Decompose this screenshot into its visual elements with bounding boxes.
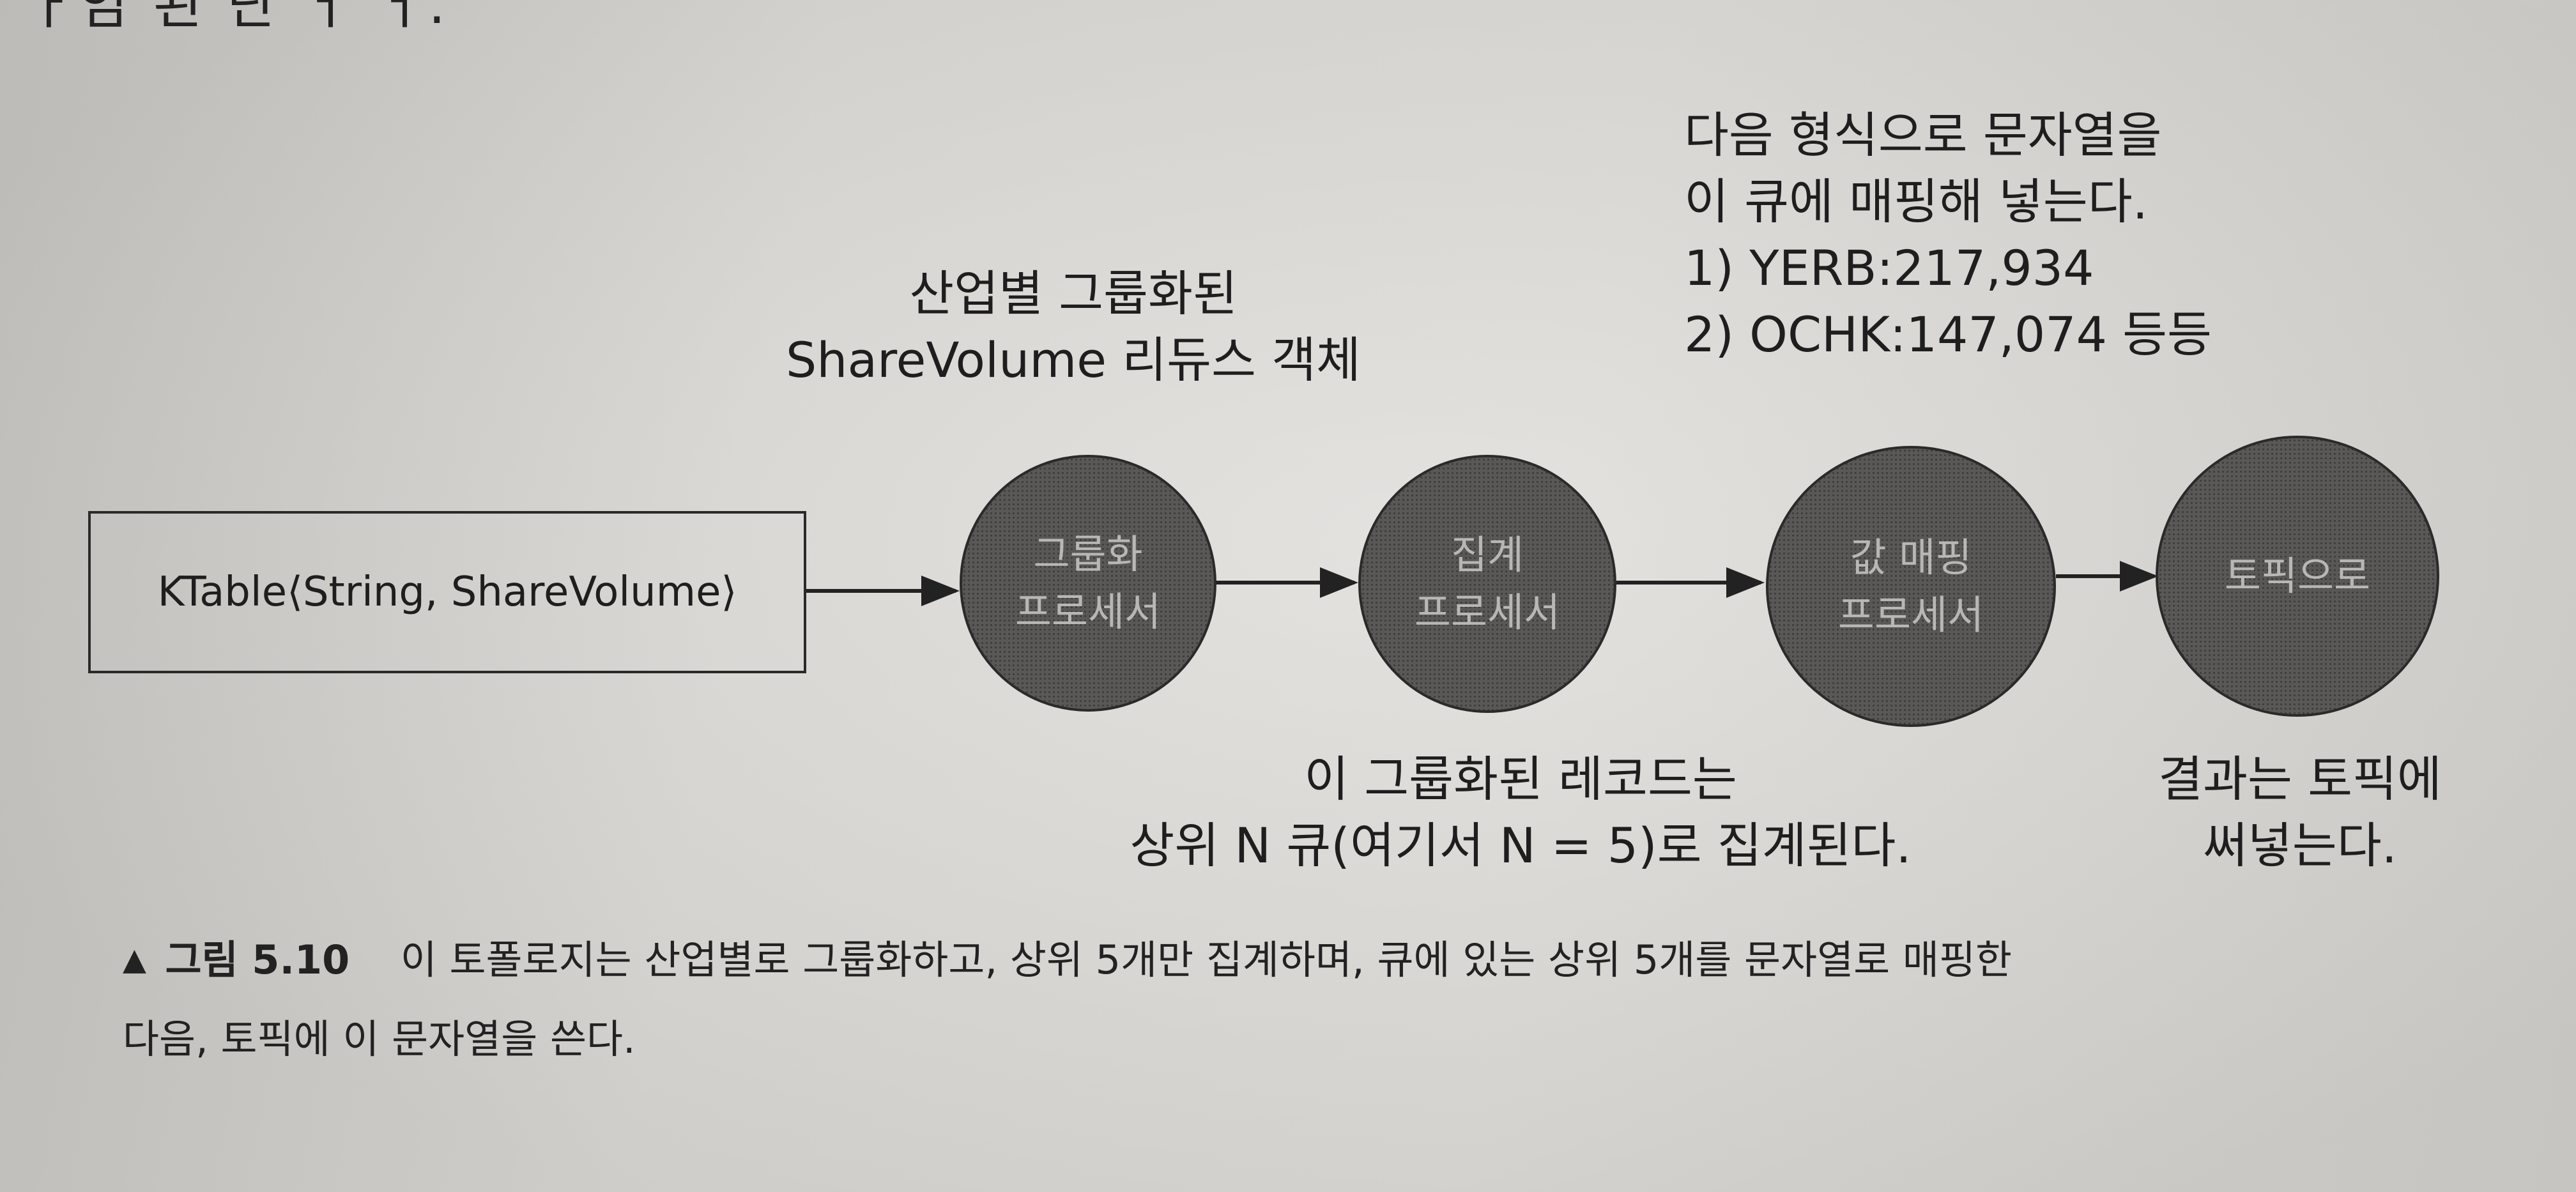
mapping-format-line-1: 다음 형식으로 문자열을 xyxy=(1684,107,2162,164)
ktable-source-box: KTable⟨String, ShareVolume⟩ xyxy=(88,511,806,673)
aggregate-processor-label-1: 집계 xyxy=(1450,531,1524,578)
figure-caption: ▲ 그림 5.10 이 토폴로지는 산업별로 그룹화하고, 상위 5개만 집계하… xyxy=(123,920,2487,1079)
aggregate-note-line-1: 이 그룹화된 레코드는 xyxy=(1304,751,1737,807)
aggregate-processor-node: 집계 프로세서 xyxy=(1358,455,1616,713)
topic-note-line-1: 결과는 토픽에 xyxy=(2158,751,2442,807)
caption-text-line-2: 다음, 토픽에 이 문자열을 쓴다. xyxy=(123,1016,636,1062)
value-mapping-processor-label-2: 프로세서 xyxy=(1837,592,1984,638)
group-processor-label-2: 프로세서 xyxy=(1015,588,1162,635)
ktable-source-label: KTable⟨String, ShareVolume⟩ xyxy=(157,569,737,616)
value-mapping-processor-label-1: 값 매핑 xyxy=(1850,534,1972,581)
mapping-format-label: 다음 형식으로 문자열을 이 큐에 매핑해 넣는다. 1) YERB:217,9… xyxy=(1684,102,2212,368)
aggregate-processor-label-2: 프로세서 xyxy=(1414,589,1561,636)
grouped-reduce-line-2: ShareVolume 리듀스 객체 xyxy=(786,332,1361,388)
topic-note-line-2: 써넣는다. xyxy=(2203,817,2397,874)
aggregate-note-line-2: 상위 N 큐(여기서 N = 5)로 집계된다. xyxy=(1130,817,1912,874)
mapping-format-example-2: 2) OCHK:147,074 등등 xyxy=(1684,306,2212,363)
mapping-format-example-1: 1) YERB:217,934 xyxy=(1684,240,2094,296)
caption-line-1: ▲ 그림 5.10 이 토폴로지는 산업별로 그룹화하고, 상위 5개만 집계하… xyxy=(123,920,2487,1000)
value-mapping-processor-node: 값 매핑 프로세서 xyxy=(1766,446,2056,727)
figure-number: 그림 5.10 xyxy=(165,936,350,983)
topic-note-label: 결과는 토픽에 써넣는다. xyxy=(2108,746,2492,879)
to-topic-node: 토픽으로 xyxy=(2156,436,2439,717)
caption-text-line-1: 이 토폴로지는 산업별로 그룹화하고, 상위 5개만 집계하며, 큐에 있는 상… xyxy=(400,936,2012,983)
caption-triangle-marker: ▲ xyxy=(123,942,146,977)
aggregate-note-label: 이 그룹화된 레코드는 상위 N 큐(여기서 N = 5)로 집계된다. xyxy=(1073,746,1968,879)
mapping-format-line-2: 이 큐에 매핑해 넣는다. xyxy=(1684,173,2148,230)
to-topic-label: 토픽으로 xyxy=(2224,553,2371,599)
group-processor-node: 그룹화 프로세서 xyxy=(960,455,1216,712)
cut-off-text-fragment: ㅏ임 된 단 ㅓ ㅓ. xyxy=(26,0,450,36)
grouped-reduce-line-1: 산업별 그룹화된 xyxy=(909,265,1238,322)
grouped-reduce-label: 산업별 그룹화된 ShareVolume 리듀스 객체 xyxy=(786,261,1361,394)
group-processor-label-1: 그룹화 xyxy=(1033,531,1143,577)
